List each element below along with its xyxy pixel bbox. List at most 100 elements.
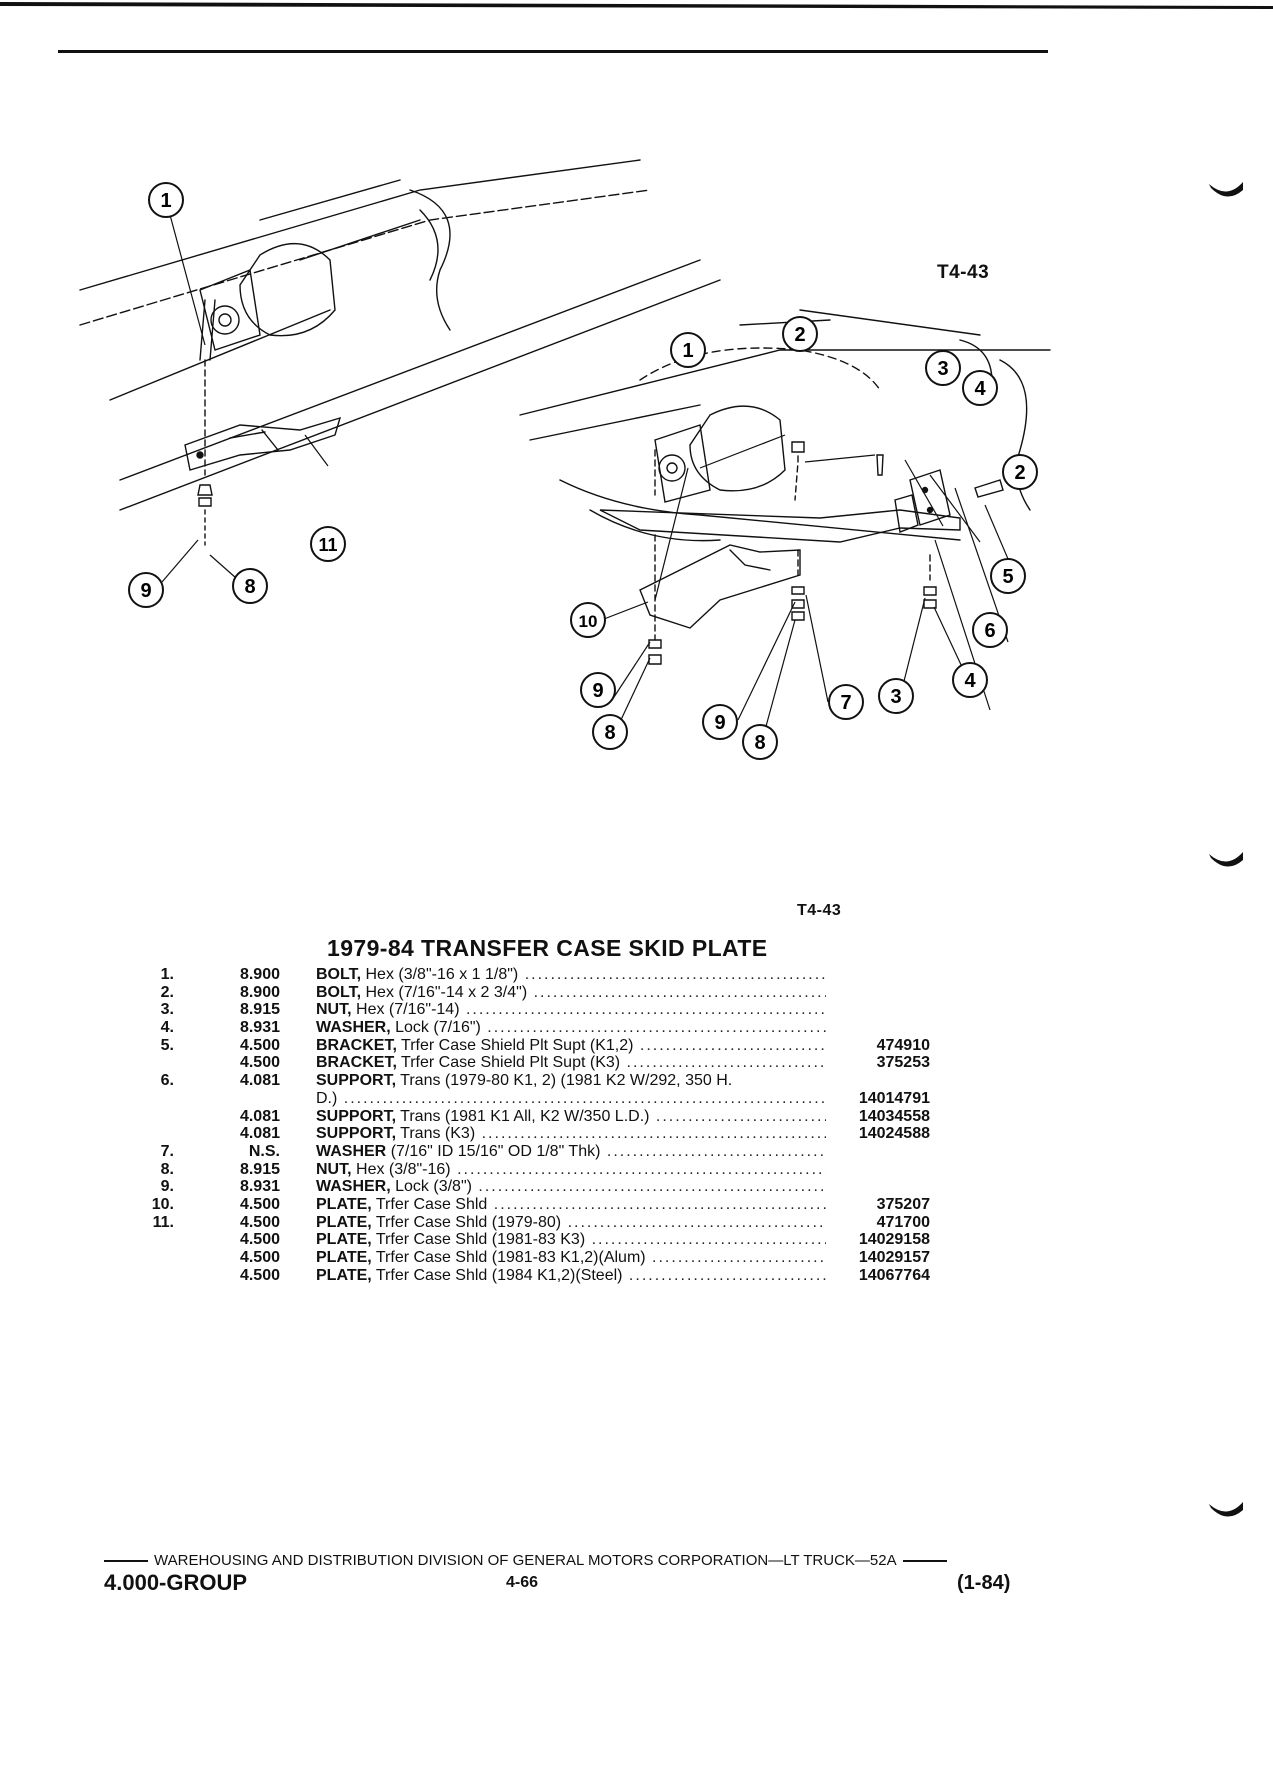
part-number: 14029158 (858, 1231, 930, 1249)
part-number: 471700 (876, 1213, 930, 1231)
callout-text: 8 (604, 722, 615, 744)
footer-credit-text: WAREHOUSING AND DISTRIBUTION DIVISION OF… (154, 1552, 897, 1569)
part-number: 14029157 (858, 1249, 930, 1266)
callout-right-2b: 2 (1002, 454, 1038, 490)
parts-row: 10. 4.500 PLATE, Trfer Case Shld .........… (100, 1196, 960, 1214)
part-detail: D.) (316, 1089, 338, 1107)
part-description: SUPPORT, Trans (1981 K1 All, K2 W/350 L.… (316, 1108, 826, 1126)
part-description: SUPPORT, Trans (1979-80 K1, 2) (1981 K2 … (316, 1072, 826, 1090)
callouts-left: 1 11 9 8 (128, 182, 346, 608)
part-detail: Trfer Case Shld (1981-83 K1,2)(Alum) (375, 1249, 646, 1266)
binder-mark-bottom (1209, 1498, 1243, 1520)
part-detail: Lock (3/8") (395, 1178, 472, 1196)
group-number: 4.081 (239, 1125, 280, 1143)
group-number: 4.500 (239, 1195, 280, 1213)
group-number: 8.915 (239, 1160, 280, 1178)
binder-mark-top (1209, 178, 1243, 200)
item-number: 5. (160, 1036, 174, 1054)
item-number: 3. (160, 1001, 174, 1019)
figure-label-top: T4-43 (937, 262, 990, 283)
item-number: 4. (160, 1019, 174, 1037)
part-detail: Trfer Case Shld (375, 1195, 488, 1213)
leader-dots: ........................................… (524, 966, 826, 983)
part-name: PLATE, (316, 1195, 372, 1213)
exploded-diagram: 1 11 9 8 1 2 3 4 2 5 6 (0, 150, 1273, 790)
leader-dots: ........................................… (639, 1036, 826, 1054)
item-number: 6. (160, 1072, 174, 1090)
callout-text: 9 (714, 712, 725, 734)
part-name: SUPPORT, (316, 1072, 397, 1090)
part-detail: Hex (3/8"-16 x 1 1/8") (365, 966, 519, 983)
leader-dots: ........................................… (465, 1001, 826, 1019)
leader-dots: ........................................… (487, 1019, 826, 1037)
part-number: 14024588 (858, 1125, 930, 1143)
part-detail: Trfer Case Shield Plt Supt (K3) (401, 1054, 621, 1072)
part-detail: Hex (7/16"-14 x 2 3/4") (365, 983, 528, 1001)
parts-row: 4.500 PLATE, Trfer Case Shld (1984 K1,2)(… (100, 1267, 960, 1285)
callout-left-8: 8 (232, 568, 268, 604)
part-detail: Trfer Case Shld (1979-80) (375, 1213, 562, 1231)
part-detail: (7/16" ID 15/16" OD 1/8" Thk) (390, 1142, 601, 1160)
part-number: 375207 (876, 1195, 930, 1213)
part-name: BRACKET, (316, 1036, 397, 1054)
item-number: 7. (160, 1142, 174, 1160)
leader-dots: ........................................… (606, 1142, 826, 1160)
leader-dots: ........................................… (493, 1195, 826, 1213)
callout-right-7: 7 (828, 684, 864, 720)
callout-right-10: 10 (570, 602, 606, 638)
part-name: PLATE, (316, 1231, 372, 1249)
callout-text: 8 (244, 576, 255, 598)
part-description: NUT, Hex (3/8"-16) .....................… (316, 1161, 826, 1179)
callout-text: 10 (579, 612, 598, 631)
callout-text: 4 (964, 670, 976, 692)
callout-right-9b: 9 (702, 704, 738, 740)
part-name: SUPPORT, (316, 1107, 397, 1125)
parts-list-title: 1979-84 TRANSFER CASE SKID PLATE (327, 935, 768, 961)
callout-right-8b: 8 (742, 724, 778, 760)
leader-dots: ........................................… (652, 1249, 826, 1266)
header-rule (58, 50, 1048, 53)
callout-text: 5 (1002, 566, 1013, 588)
leader-dots: ........................................… (343, 1089, 826, 1107)
group-number: 8.931 (239, 1019, 280, 1037)
footer-revision-date: (1-84) (957, 1572, 1011, 1594)
part-name: PLATE, (316, 1266, 372, 1284)
part-description: PLATE, Trfer Case Shld (1981-83 K1,2)(Al… (316, 1249, 826, 1267)
group-number: 8.900 (239, 966, 280, 983)
callout-right-4: 4 (962, 370, 998, 406)
part-description: WASHER (7/16" ID 15/16" OD 1/8" Thk) ...… (316, 1143, 826, 1161)
group-number: 4.081 (239, 1072, 280, 1090)
callout-left-9: 9 (128, 572, 164, 608)
part-detail: Trfer Case Shld (1984 K1,2)(Steel) (375, 1266, 623, 1284)
callout-text: 2 (794, 324, 805, 346)
callout-right-1: 1 (670, 332, 706, 368)
binder-mark-middle (1209, 848, 1243, 870)
part-detail: Lock (7/16") (395, 1019, 481, 1037)
callout-text: 9 (592, 680, 603, 702)
part-description: BOLT, Hex (7/16"-14 x 2 3/4") ..........… (316, 984, 826, 1002)
leader-dots: ........................................… (481, 1125, 826, 1143)
callout-text: 1 (160, 190, 171, 212)
group-number: 8.915 (239, 1001, 280, 1019)
callout-right-5: 5 (990, 558, 1026, 594)
group-number: 4.500 (239, 1249, 280, 1266)
item-number: 10. (151, 1195, 174, 1213)
page-top-edge (0, 2, 1273, 9)
footer-group-label: 4.000-GROUP (104, 1570, 248, 1595)
part-description: PLATE, Trfer Case Shld (1984 K1,2)(Steel… (316, 1267, 826, 1285)
group-number: 4.500 (239, 1266, 280, 1284)
parts-row: D.) ....................................… (100, 1090, 960, 1108)
part-description: BRACKET, Trfer Case Shield Plt Supt (K1,… (316, 1037, 826, 1055)
callout-left-11: 11 (310, 526, 346, 562)
callout-right-9a: 9 (580, 672, 616, 708)
part-number: 375253 (876, 1054, 930, 1072)
